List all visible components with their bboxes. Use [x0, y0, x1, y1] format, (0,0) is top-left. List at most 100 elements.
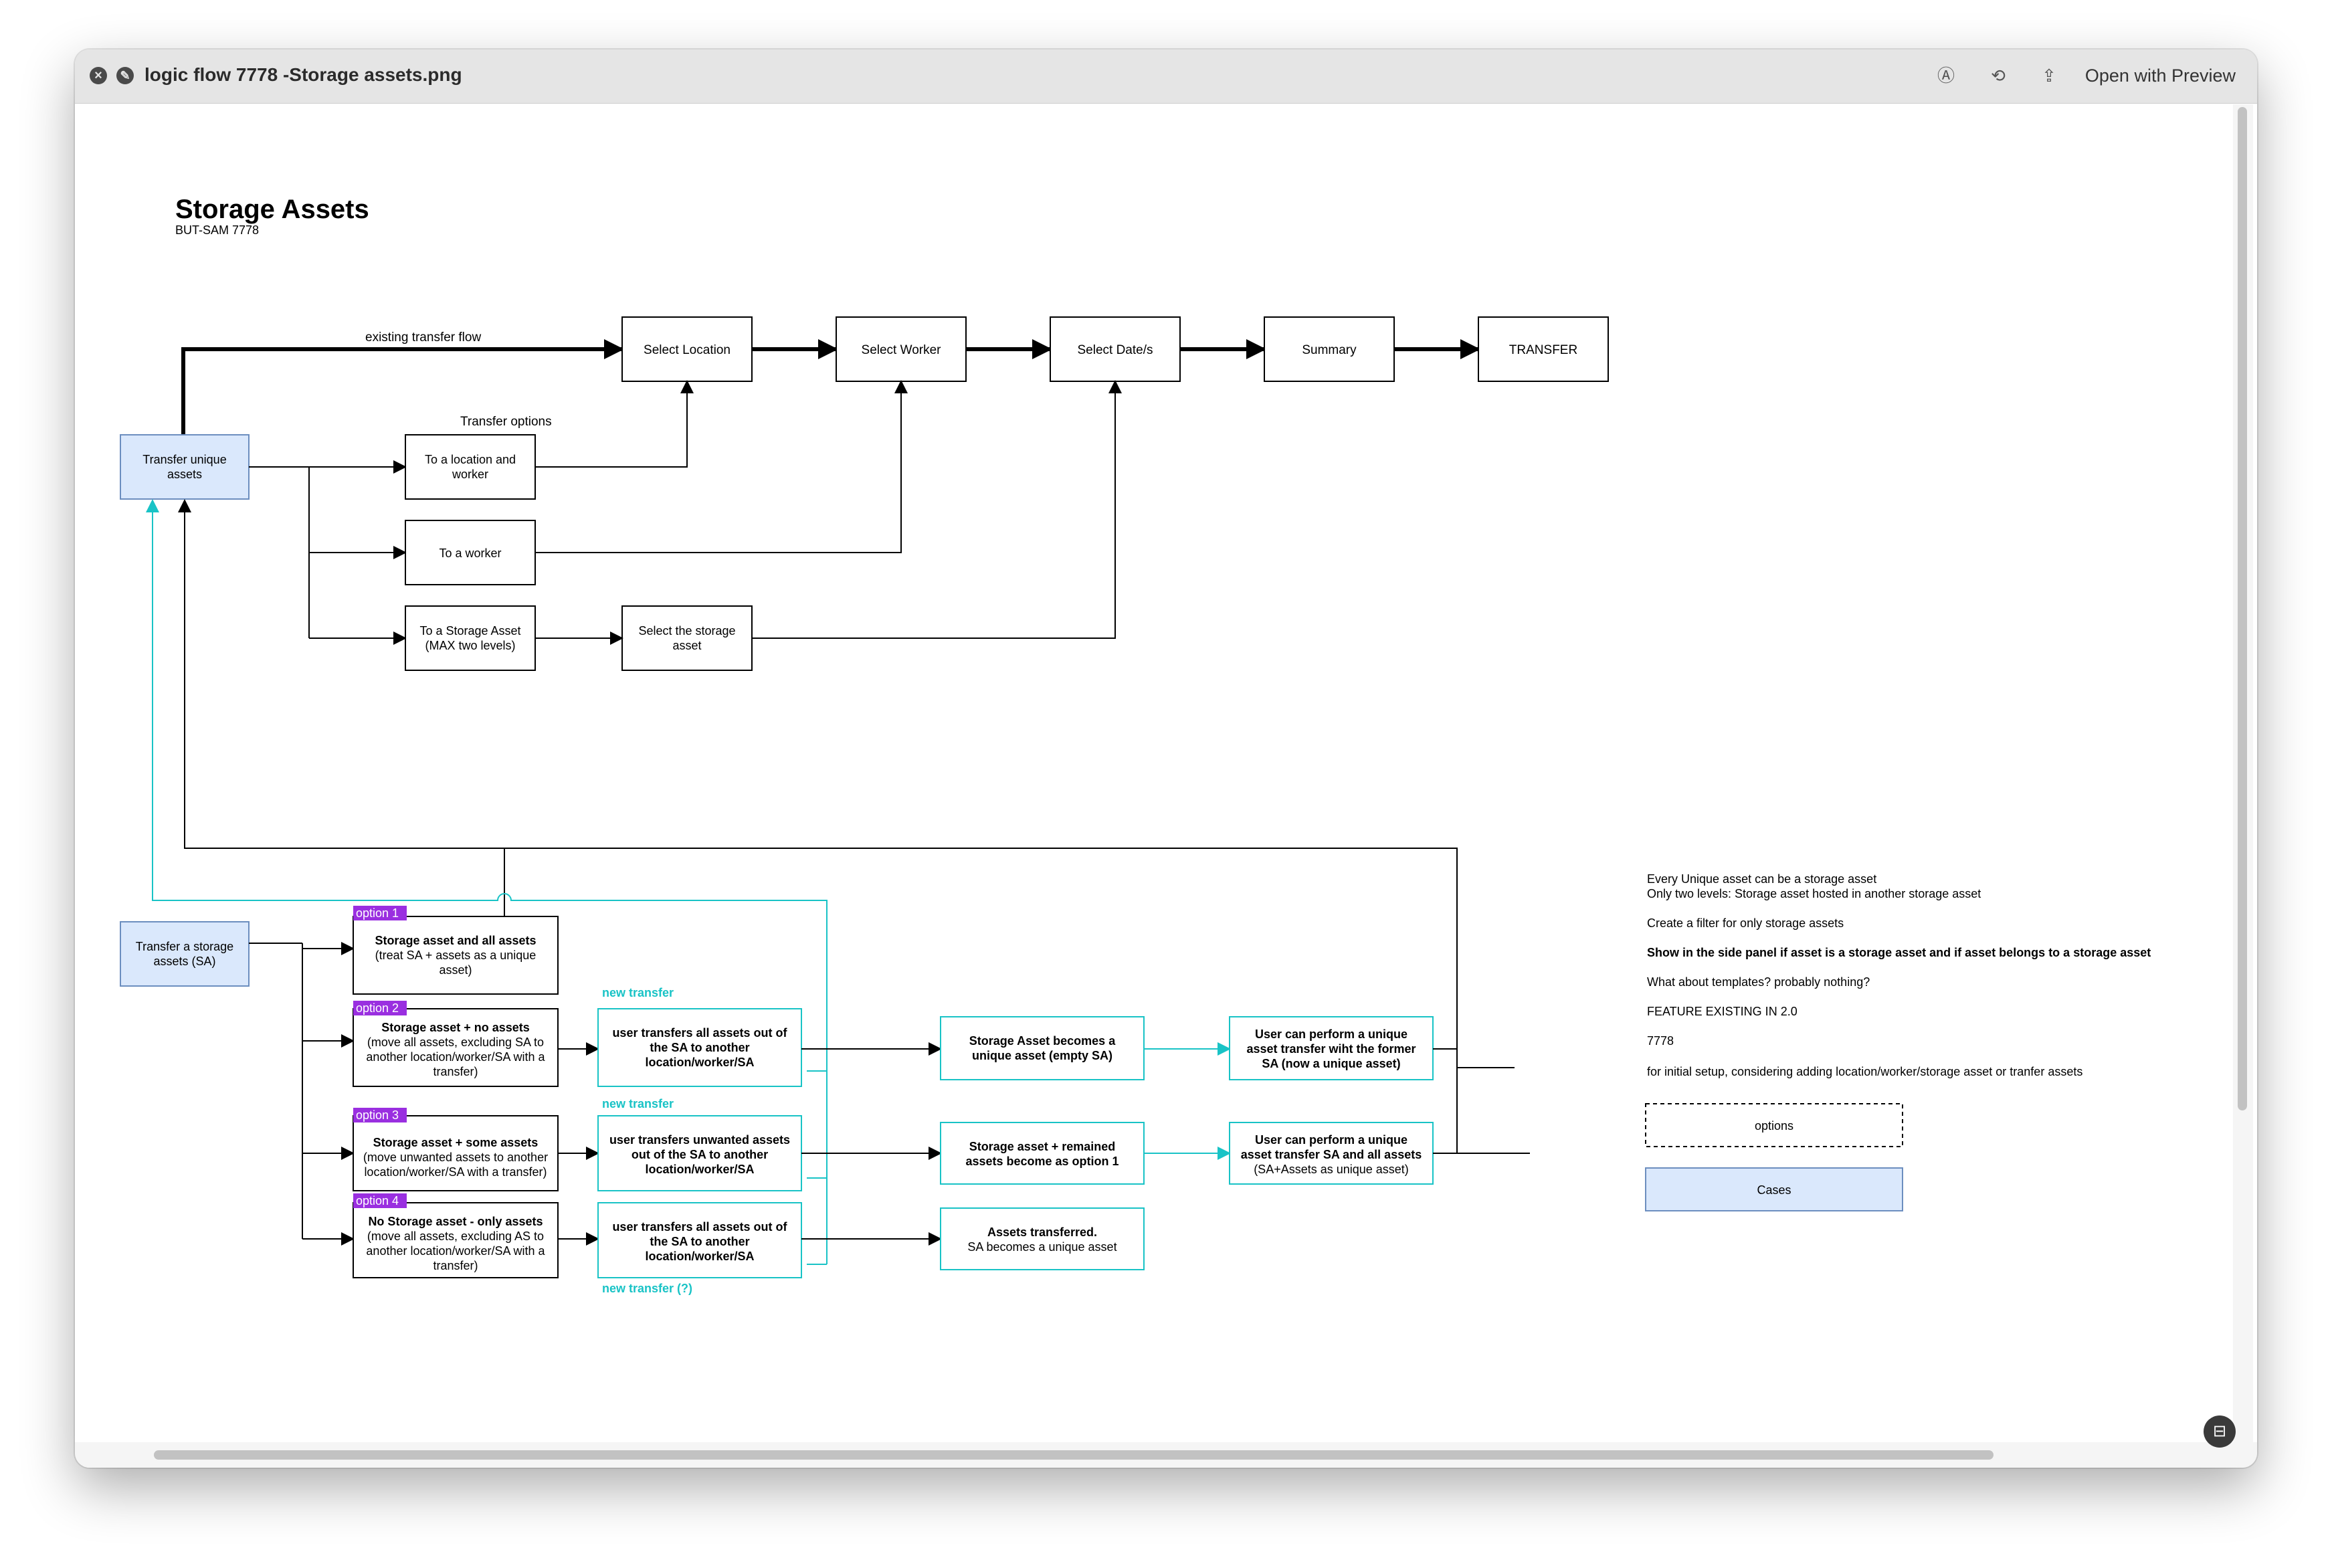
badge-label: option 1	[356, 906, 399, 920]
note: FEATURE EXISTING IN 2.0	[1647, 1005, 1797, 1018]
option-title: Storage asset and all assets	[375, 934, 536, 947]
legend-label: options	[1755, 1119, 1793, 1133]
window-title: logic flow 7778 -Storage assets.png	[144, 64, 462, 85]
step-select-location: Select Location	[621, 316, 753, 382]
badge-label: option 2	[356, 1001, 399, 1015]
edit-icon[interactable]: ✎	[116, 67, 134, 84]
option-desc: asset)	[439, 963, 472, 977]
box-label: the SA to another	[650, 1041, 749, 1054]
case-label: assets	[167, 468, 202, 481]
option-desc: transfer)	[433, 1065, 478, 1078]
note: 7778	[1647, 1034, 1674, 1048]
diagram-title: Storage Assets	[175, 195, 369, 224]
step-label: Select Location	[644, 343, 731, 357]
rotate-icon[interactable]: ⟲	[1991, 66, 2006, 86]
vertical-scrollbar[interactable]	[2233, 104, 2253, 1442]
box-label: Select the storage	[638, 624, 735, 638]
diagram-subtitle: BUT-SAM 7778	[175, 223, 259, 237]
option-title: No Storage asset - only assets	[368, 1215, 543, 1228]
connector	[535, 380, 908, 553]
box-label: the SA to another	[650, 1235, 749, 1248]
final-unique-transfer-box: User can perform a unique asset transfer…	[1229, 1016, 1434, 1080]
legend-options: options	[1645, 1103, 1903, 1147]
case-label: assets (SA)	[153, 955, 215, 968]
step-label: Select Date/s	[1078, 343, 1153, 357]
final-sa-all-assets-box: User can perform a unique asset transfer…	[1229, 1122, 1434, 1185]
badge-label: option 4	[356, 1194, 399, 1207]
option-desc: another location/worker/SA with a	[366, 1244, 545, 1258]
option-4-badge: option 4	[353, 1193, 407, 1208]
option-worker: To a worker	[405, 520, 536, 585]
option-storage-asset: To a Storage Asset (MAX two levels)	[405, 605, 536, 671]
note: Every Unique asset can be a storage asse…	[1647, 872, 1876, 886]
option-4-box: No Storage asset - only assets (move all…	[353, 1202, 559, 1278]
share-icon[interactable]: ⇪	[2042, 66, 2056, 86]
transfer-sa-case: Transfer a storage assets (SA)	[120, 921, 250, 987]
option-desc: location/worker/SA with a transfer)	[364, 1165, 547, 1179]
option-3-badge: option 3	[353, 1108, 407, 1122]
close-icon[interactable]: ×	[90, 67, 107, 84]
user-transfer-all-box-2: user transfers all assets out of the SA …	[597, 1202, 802, 1278]
option-desc: (move unwanted assets to another	[363, 1151, 548, 1164]
box-label: User can perform a unique	[1255, 1027, 1407, 1041]
new-transfer-label: new transfer (?)	[602, 1282, 692, 1295]
box-label: asset	[672, 639, 701, 652]
box-label: Storage Asset becomes a	[969, 1034, 1116, 1048]
transfer-options-label: Transfer options	[460, 415, 552, 429]
step-label: Select Worker	[862, 343, 942, 357]
option-location-worker: To a location and worker	[405, 434, 536, 500]
horizontal-scrollbar[interactable]	[75, 1442, 2257, 1468]
box-label: asset transfer SA and all assets	[1241, 1148, 1422, 1161]
box-label: out of the SA to another	[631, 1148, 768, 1161]
step-label: TRANSFER	[1509, 343, 1577, 357]
option-title: Storage asset + no assets	[381, 1021, 530, 1034]
flow-diagram: Storage Assets BUT-SAM 7778 existing tra…	[120, 195, 2151, 1295]
case-label: Transfer unique	[142, 453, 226, 466]
option-title: Storage asset + some assets	[373, 1136, 539, 1149]
teal-return-connector	[146, 499, 828, 1027]
badge-label: option 3	[356, 1108, 399, 1122]
user-transfer-unwanted-box: user transfers unwanted assets out of th…	[597, 1115, 802, 1191]
horizontal-scroll-thumb[interactable]	[154, 1450, 1994, 1460]
note: Show in the side panel if asset is a sto…	[1647, 946, 2151, 959]
open-with-preview-button[interactable]: Open with Preview	[2084, 66, 2236, 86]
box-label: To a location and	[425, 453, 516, 466]
note: Create a filter for only storage assets	[1647, 916, 1844, 930]
option-desc: (move all assets, excluding SA to	[367, 1036, 544, 1049]
box-label: location/worker/SA	[645, 1163, 754, 1176]
step-select-worker: Select Worker	[836, 316, 967, 382]
option-2-badge: option 2	[353, 1001, 407, 1015]
box-label: Assets transferred.	[987, 1226, 1097, 1239]
box-label: SA (now a unique asset)	[1262, 1057, 1400, 1070]
box-label: unique asset (empty SA)	[972, 1049, 1112, 1062]
preview-window: × ✎ logic flow 7778 -Storage assets.png …	[75, 50, 2257, 1468]
box-label: (SA+Assets as unique asset)	[1254, 1163, 1409, 1176]
option-1-badge: option 1	[353, 906, 407, 920]
title-bar: × ✎ logic flow 7778 -Storage assets.png …	[75, 50, 2257, 104]
result-empty-sa: Storage Asset becomes a unique asset (em…	[940, 1016, 1145, 1080]
live-text-icon[interactable]: ⊟	[2204, 1415, 2236, 1448]
option-desc: transfer)	[433, 1259, 478, 1272]
step-summary: Summary	[1264, 316, 1395, 382]
select-storage-asset: Select the storage asset	[621, 605, 753, 671]
step-transfer: TRANSFER	[1478, 316, 1609, 382]
box-label: location/worker/SA	[645, 1250, 754, 1263]
connector	[752, 380, 1122, 639]
box-label: worker	[452, 468, 488, 481]
new-transfer-label: new transfer	[602, 1097, 674, 1110]
markup-icon[interactable]: Ⓐ	[1937, 66, 1955, 86]
box-label: user transfers all assets out of	[612, 1026, 787, 1040]
return-connector	[185, 500, 1530, 1154]
option-3-box: Storage asset + some assets (move unwant…	[353, 1115, 559, 1191]
box-label: assets become as option 1	[965, 1155, 1119, 1168]
note: for initial setup, considering adding lo…	[1647, 1065, 2082, 1078]
box-label: SA becomes a unique asset	[967, 1240, 1116, 1254]
option-2-box: Storage asset + no assets (move all asse…	[353, 1008, 559, 1087]
result-remained-assets: Storage asset + remained assets become a…	[940, 1122, 1145, 1185]
transfer-unique-case: Transfer unique assets	[120, 434, 250, 500]
option-desc: another location/worker/SA with a	[366, 1050, 545, 1064]
vertical-scroll-thumb[interactable]	[2238, 107, 2247, 1110]
box-label: To a Storage Asset	[419, 624, 520, 638]
box-label: location/worker/SA	[645, 1056, 754, 1069]
step-label: Summary	[1302, 343, 1357, 357]
